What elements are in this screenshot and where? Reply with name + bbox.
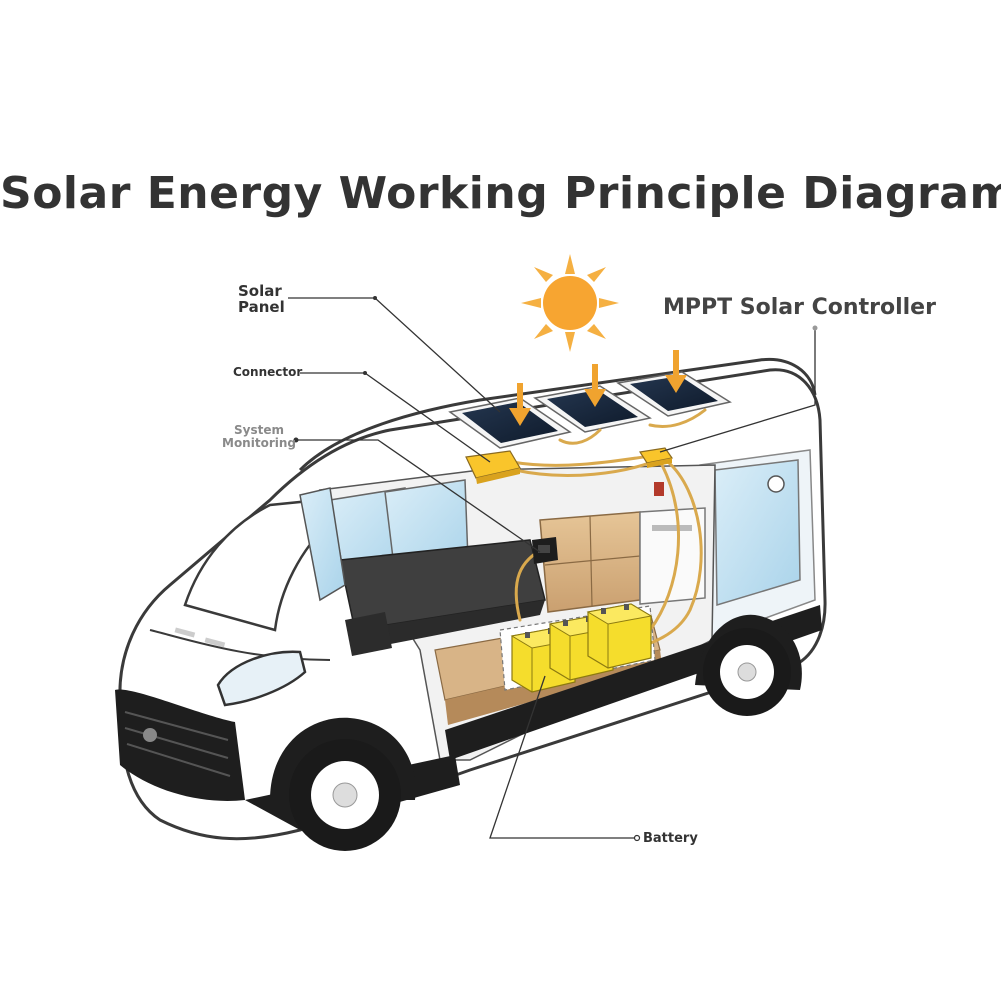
sun-icon	[521, 254, 619, 352]
solar-panel-3	[616, 371, 732, 417]
label-solar-panel: Solar Panel	[238, 282, 285, 316]
leader-mppt-controller	[659, 325, 818, 453]
solar-panel-1	[448, 397, 572, 449]
front-wheel	[270, 717, 416, 851]
label-system-monitoring: System Monitoring	[222, 424, 296, 449]
label-solar-panel-line2: Panel	[238, 297, 285, 316]
solar-panels	[448, 371, 732, 449]
diagram-title: Solar Energy Working Principle Diagram	[0, 168, 1001, 219]
label-solar-panel-line1: Solar	[238, 282, 282, 300]
label-mppt-controller: MPPT Solar Controller	[663, 295, 936, 320]
leader-connector	[300, 371, 491, 463]
label-battery: Battery	[643, 831, 698, 846]
arrow-down-icon	[665, 350, 687, 393]
leader-lines	[288, 296, 818, 842]
arrow-down-icon	[509, 383, 531, 426]
mppt-controller-box	[639, 447, 674, 468]
battery-3	[586, 603, 653, 669]
arrow-down-icon	[584, 364, 606, 407]
leader-solar-panel	[288, 296, 501, 413]
leader-system-monitoring	[293, 437, 541, 553]
van-cab	[115, 487, 392, 801]
label-system-monitoring-line1: System	[234, 423, 284, 437]
label-system-monitoring-line2: Monitoring	[222, 435, 296, 450]
inverter-box	[654, 482, 664, 496]
connector-box	[465, 450, 521, 484]
solar-panel-2	[533, 385, 652, 433]
batteries	[510, 603, 653, 693]
rear-wheel	[695, 614, 802, 716]
sunlight-arrows	[509, 350, 687, 426]
label-connector: Connector	[233, 365, 303, 379]
system-monitor-device	[532, 537, 558, 564]
leader-battery	[489, 675, 641, 842]
